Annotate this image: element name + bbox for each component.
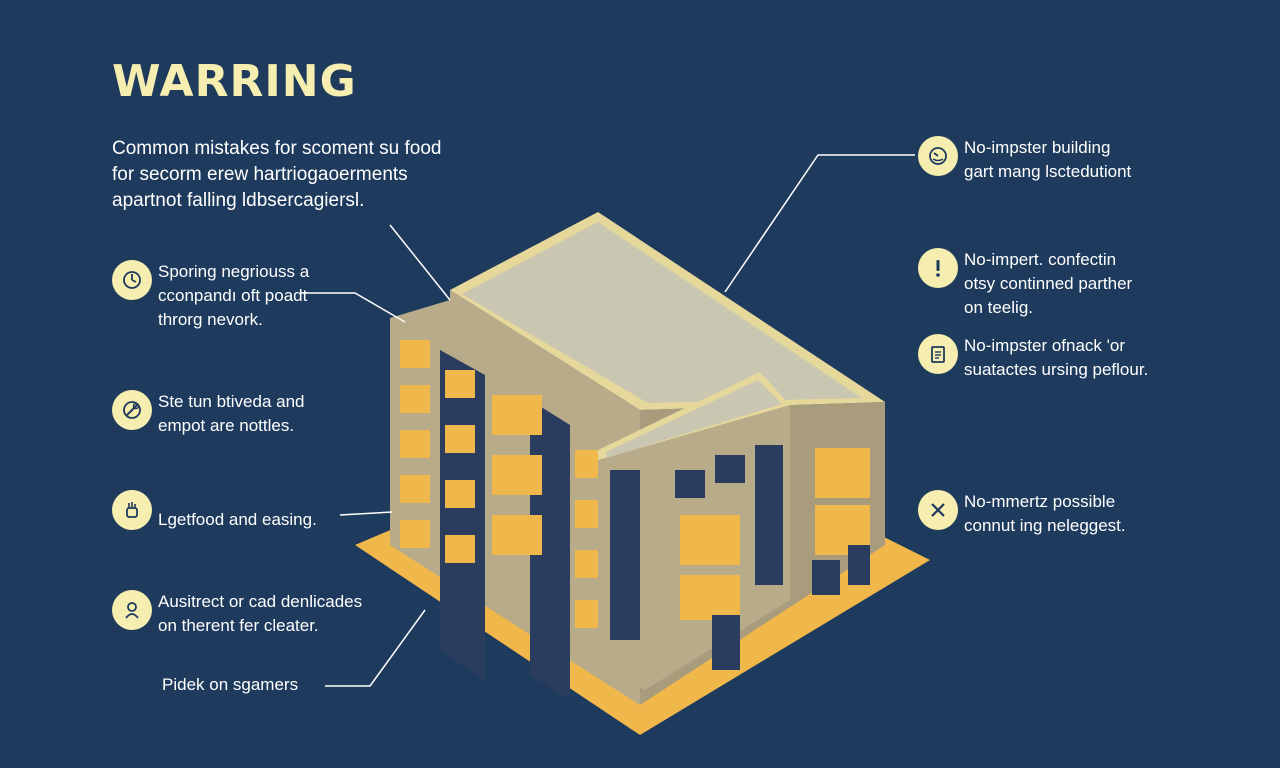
left-callout-3-line-1: Lgetfood and easing. — [158, 510, 317, 529]
right-callout-3-line-2: suatactes ursing peflour. — [964, 360, 1149, 379]
right-callout-1: No-impster building gart mang lsctedutio… — [918, 136, 1131, 184]
intro-line-1: Common mistakes for scoment su food — [112, 138, 442, 159]
right-callout-1-line-2: gart mang lsctedutiont — [964, 162, 1132, 181]
left-callout-4-line-1: Ausitrect or cad denlicades — [158, 592, 363, 611]
right-windows — [812, 448, 870, 595]
right-callout-4-line-2: connut ing neleggest. — [964, 516, 1126, 535]
page-title: WARRING — [112, 56, 357, 107]
bottom-note: Pidek on sgamers — [162, 675, 299, 694]
front-block-windows — [610, 445, 783, 670]
tools-icon — [918, 490, 958, 530]
right-callout-4-line-1: No-mmertz possible — [964, 492, 1116, 511]
document-icon — [918, 334, 958, 374]
intro-text: Common mistakes for scoment su food for … — [112, 136, 512, 214]
intro-line-3: apartnot falling ldbsercagiersl. — [112, 190, 365, 211]
left-callout-1-line-2: cconpandı oft poadt — [158, 286, 308, 305]
right-callout-3-line-1: No-impster ofnack 'or — [964, 336, 1126, 355]
left-windows — [400, 340, 605, 628]
intro-line-2: for secorm erew hartriogaoerments — [112, 164, 408, 185]
left-callout-2-line-2: empot are nottles. — [158, 416, 295, 435]
left-callout-1: Sporing negriouss a cconpandı oft poadt … — [112, 260, 309, 332]
right-callout-2-line-2: otsy continned parther — [964, 274, 1133, 293]
right-callout-1-line-1: No-impster building — [964, 138, 1111, 157]
left-callout-3: Lgetfood and easing. — [112, 490, 317, 532]
right-callout-4: No-mmertz possible connut ing neleggest. — [918, 490, 1126, 538]
gauge-icon — [918, 136, 958, 176]
exclamation-icon — [918, 248, 958, 288]
right-callout-3: No-impster ofnack 'or suatactes ursing p… — [918, 334, 1148, 382]
left-callout-4-line-2: on therent fer cleater. — [158, 616, 319, 635]
hand-icon — [112, 490, 152, 530]
left-callout-2-line-1: Ste tun btiveda and — [158, 392, 305, 411]
main-roof-inner — [462, 222, 862, 403]
person-icon — [112, 590, 152, 630]
left-callout-2: Ste tun btiveda and empot are nottles. — [112, 390, 305, 438]
right-callout-2: No-impert. confectin otsy continned part… — [918, 248, 1132, 320]
right-callout-2-line-1: No-impert. confectin — [964, 250, 1117, 269]
left-callout-4: Ausitrect or cad denlicades on therent f… — [112, 590, 362, 638]
clock-icon — [112, 260, 152, 300]
right-callout-2-line-3: on teelig. — [964, 298, 1033, 317]
left-callout-1-line-1: Sporing negriouss a — [158, 262, 310, 281]
front-block-roof-inner — [606, 380, 782, 458]
left-callout-1-line-3: throrg nevork. — [158, 310, 263, 329]
wrench-icon — [112, 390, 152, 430]
leader-lines — [300, 154, 915, 687]
